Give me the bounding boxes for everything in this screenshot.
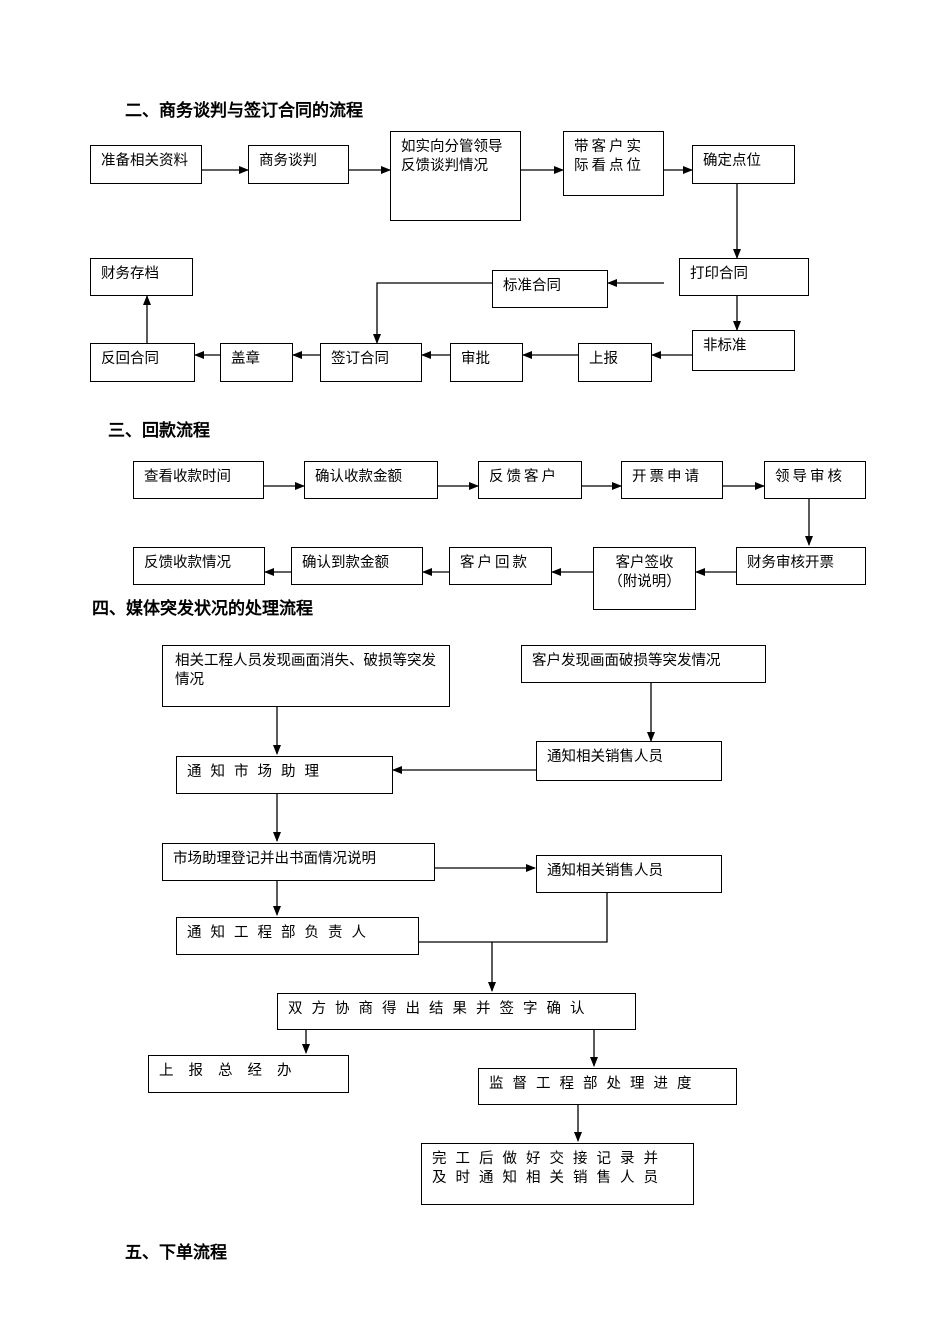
step-leader-review: 领导审核: [764, 461, 866, 499]
step-site-visit: 带客户实际看点位: [563, 131, 664, 196]
step-non-standard: 非标准: [692, 330, 795, 371]
step-standard-contract: 标准合同: [492, 270, 608, 308]
step-sign-contract: 签订合同: [320, 343, 422, 382]
step-confirm-received-amount: 确认到款金额: [291, 547, 423, 585]
step-negotiate-and-sign: 双方协商得出结果并签字确认: [277, 993, 636, 1030]
step-client-found-issue: 客户发现画面破损等突发情况: [521, 645, 766, 683]
step-engineer-found-issue: 相关工程人员发现画面消失、破损等突发情况: [162, 645, 450, 707]
step-stamp: 盖章: [220, 343, 293, 382]
section-4-title: 四、媒体突发状况的处理流程: [92, 599, 313, 619]
step-prepare-materials: 准备相关资料: [90, 145, 202, 184]
step-finance-archive: 财务存档: [90, 258, 193, 296]
step-client-sign: 客户签收 （附说明）: [593, 547, 696, 610]
section-2-title: 二、商务谈判与签订合同的流程: [125, 101, 363, 121]
step-feedback-payment-status: 反馈收款情况: [133, 547, 265, 585]
client-sign-label: 客户签收: [615, 555, 674, 571]
step-handover-record: 完工后做好交接记录并及时通知相关销售人员: [421, 1143, 694, 1205]
step-check-payment-time: 查看收款时间: [133, 461, 264, 499]
client-sign-note: （附说明）: [608, 574, 681, 590]
step-report-general-office: 上报总经办: [148, 1055, 349, 1093]
step-finance-invoice: 财务审核开票: [736, 547, 866, 585]
step-print-contract: 打印合同: [679, 258, 809, 296]
step-invoice-request: 开票申请: [621, 461, 723, 499]
step-confirm-site: 确定点位: [692, 145, 795, 184]
line-sales2-merge: [492, 893, 608, 943]
step-return-contract: 反回合同: [90, 343, 195, 382]
arrow-standard-sign: [373, 282, 492, 344]
step-notify-sales-1: 通知相关销售人员: [536, 741, 722, 781]
step-notify-market-assistant: 通知市场助理: [176, 756, 393, 794]
step-assistant-register: 市场助理登记并出书面情况说明: [162, 843, 435, 881]
step-feedback-client: 反馈客户: [478, 461, 582, 499]
step-supervise-progress: 监督工程部处理进度: [478, 1068, 737, 1105]
step-client-payment: 客户回款: [449, 547, 552, 585]
section-5-title: 五、下单流程: [125, 1243, 227, 1263]
step-submit: 上报: [578, 343, 652, 382]
section-3-title: 三、回款流程: [108, 421, 210, 441]
step-notify-engineering-head: 通知工程部负责人: [176, 917, 419, 955]
step-business-negotiation: 商务谈判: [248, 145, 349, 184]
step-approve: 审批: [450, 343, 523, 382]
step-confirm-payment-amount: 确认收款金额: [304, 461, 438, 499]
step-report-feedback: 如实向分管领导反馈谈判情况: [390, 131, 521, 221]
step-notify-sales-2: 通知相关销售人员: [536, 855, 722, 893]
